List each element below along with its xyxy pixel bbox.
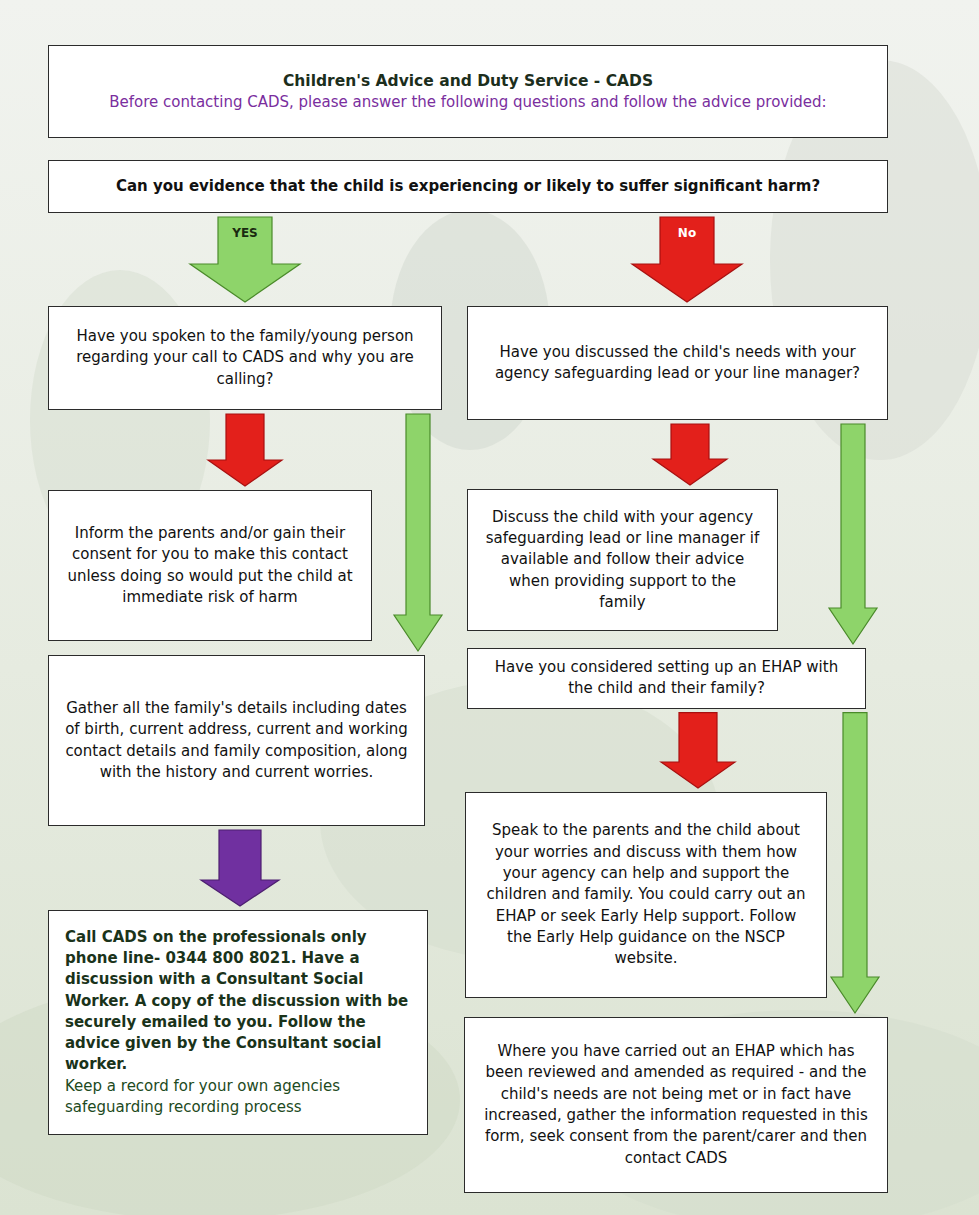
block-arrow <box>201 830 279 906</box>
question-box: Have you considered setting up an EHAP w… <box>467 648 866 709</box>
box-text: Have you spoken to the family/young pers… <box>65 326 425 390</box>
action-box: Discuss the child with your agency safeg… <box>467 489 778 631</box>
edge-label: No <box>674 225 700 241</box>
block-arrow <box>661 713 735 788</box>
box-subtext: Before contacting CADS, please answer th… <box>109 92 826 113</box>
block-arrow <box>831 713 879 1013</box>
box-text: Speak to the parents and the child about… <box>482 820 810 969</box>
box-text: Can you evidence that the child is exper… <box>116 176 820 197</box>
action-box: Speak to the parents and the child about… <box>465 792 827 998</box>
box-text: Children's Advice and Duty Service - CAD… <box>283 70 653 92</box>
box-text: Have you considered setting up an EHAP w… <box>484 657 849 700</box>
action-box: Inform the parents and/or gain their con… <box>48 490 372 641</box>
block-arrow <box>208 414 282 486</box>
block-arrow <box>190 217 300 302</box>
box-text: Where you have carried out an EHAP which… <box>481 1041 871 1169</box>
header-box: Children's Advice and Duty Service - CAD… <box>48 45 888 138</box>
block-arrow <box>653 424 727 485</box>
box-text: Have you discussed the child's needs wit… <box>484 342 871 385</box>
box-text: Inform the parents and/or gain their con… <box>65 523 355 608</box>
box-text: Discuss the child with your agency safeg… <box>484 507 761 613</box>
box-text: Call CADS on the professionals only phon… <box>65 927 411 1076</box>
question-box: Can you evidence that the child is exper… <box>48 160 888 213</box>
call-box: Call CADS on the professionals only phon… <box>48 910 428 1135</box>
block-arrow <box>632 217 742 302</box>
action-box: Where you have carried out an EHAP which… <box>464 1017 888 1193</box>
edge-label: YES <box>228 225 262 241</box>
block-arrow <box>394 414 442 651</box>
block-arrow <box>829 424 877 644</box>
box-subtext: Keep a record for your own agencies safe… <box>65 1076 411 1119</box>
box-text: Gather all the family's details includin… <box>65 698 408 783</box>
action-box: Gather all the family's details includin… <box>48 655 425 826</box>
question-box: Have you spoken to the family/young pers… <box>48 306 442 410</box>
question-box: Have you discussed the child's needs wit… <box>467 306 888 420</box>
